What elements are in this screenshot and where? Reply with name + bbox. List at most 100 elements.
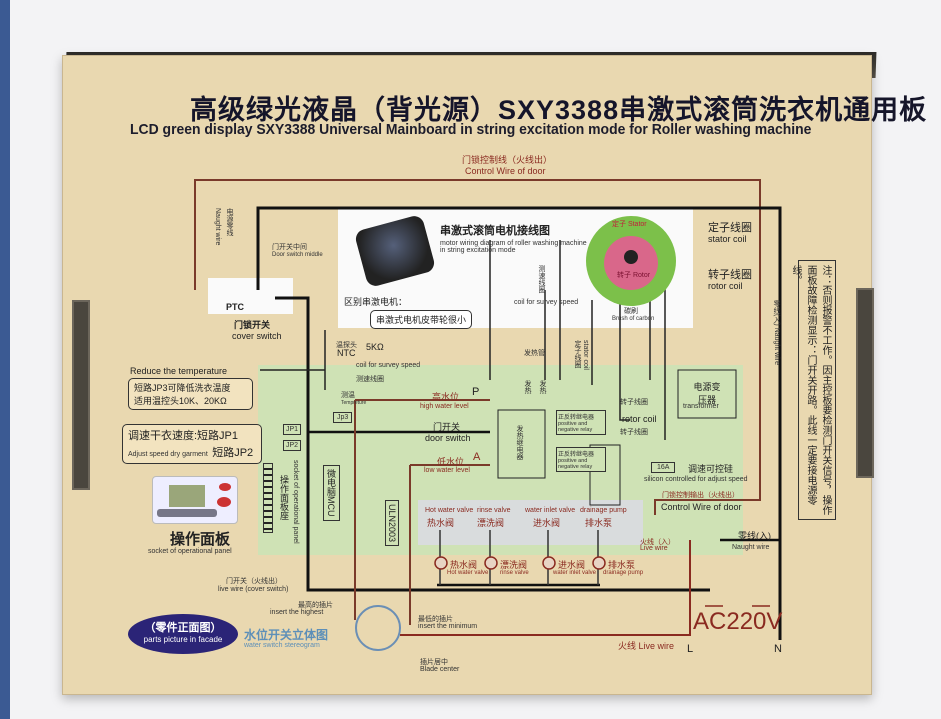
valve-term-2-en: water inlet valve: [553, 570, 597, 576]
valve-term-0-cn: 热水阀: [450, 560, 478, 570]
valve-term-1-cn: 漂洗阀: [500, 560, 528, 570]
uln2003-label: ULN2003: [385, 500, 399, 547]
highest-en: insert the highest: [270, 609, 324, 616]
naught-in-en: Naught wire: [732, 544, 770, 551]
relay-2-en: positive and negative relay: [558, 458, 593, 470]
door-switch-cn: 门开关: [433, 422, 461, 432]
scr-en: silicon controlled for adjust speed: [644, 476, 748, 483]
parts-en: parts picture in facade: [143, 635, 223, 644]
adjust-speed-line2: 短路JP2: [212, 447, 254, 459]
board-stator-coil-cn: 定子线圈: [574, 340, 581, 368]
naught-wire-right: 零线(入) Naught wire: [773, 300, 780, 365]
high-water-en: high water level: [420, 403, 469, 410]
low-water-en: low water level: [424, 467, 470, 474]
adjust-speed-note: 调速干衣速度:短路JP1 Adjust speed dry garment 短路…: [122, 424, 262, 464]
brush-en: Brush of carbon: [612, 316, 655, 322]
stator-label: 定子 Stator: [612, 221, 647, 228]
heater-pipe: 发热管: [524, 350, 545, 357]
panel-socket-cn: 操作面板座: [279, 475, 289, 520]
title-english: LCD green display SXY3388 Universal Main…: [130, 121, 812, 138]
stator-coil-cn: 定子线圈: [708, 222, 752, 234]
valve-term-2-cn: 进水阀: [558, 560, 586, 570]
fuse-16a: 16A: [651, 462, 676, 473]
relay-1-cn: 正反转继电器: [558, 415, 595, 421]
naught-wire-en: Naught wire: [214, 208, 221, 246]
ac220v-label: AC220V: [693, 608, 783, 635]
temp-cn: 测温: [341, 392, 355, 399]
low-water-a: A: [473, 451, 481, 463]
center-cn: 插片居中: [420, 659, 448, 666]
board-stator-coil-en: stator coil: [582, 340, 589, 370]
panel-socket-en: socket of operational panel: [292, 460, 299, 544]
door-switch-middle-cn: 门开关中间: [272, 244, 307, 251]
ntc-cn: 温探头: [336, 342, 357, 349]
ntc-value: 5KΩ: [366, 342, 384, 352]
heat-terminal-1: 发热: [524, 380, 531, 394]
terminal-n: N: [774, 643, 782, 655]
reduce-temp-en: Reduce the temperature: [130, 366, 228, 376]
naught-wire-cn: 电源零线: [226, 208, 233, 236]
jp1-jumper: JP1: [283, 424, 302, 435]
transformer-cn: 电源变压器: [693, 382, 721, 405]
parts-cn: （零件正面图）: [144, 622, 222, 634]
valve-1-en: rinse valve: [477, 507, 511, 514]
panel-cn: 操作面板: [170, 531, 231, 548]
parts-badge: （零件正面图）parts picture in facade: [128, 614, 238, 654]
speed-coil-cn: 测速线圈: [538, 265, 545, 293]
cover-switch-en: cover switch: [232, 331, 282, 341]
naught-in-cn: 零线(入): [738, 531, 771, 541]
high-water-p: P: [472, 386, 480, 398]
speed-coil-en: coil for survey speed: [514, 299, 579, 306]
rotor-coil-cn: 转子线圈: [708, 269, 752, 281]
heat-terminal-2: 发热: [539, 380, 546, 394]
reduce-temp-note: 短路JP3可降低洗衣温度 适用温控头10K、20KΩ: [128, 378, 253, 410]
title-chinese: 高级绿光液晶（背光源）SXY3388串激式滚筒洗衣机通用板: [190, 95, 928, 125]
distinguish-label: 区别串激电机：: [344, 297, 408, 307]
operation-panel-photo: [152, 476, 238, 524]
valve-0-cn: 热水阀: [427, 518, 455, 528]
adjust-speed-line1: 调速干衣速度:短路JP1: [128, 430, 239, 442]
valve-0-en: Hot water valve: [425, 507, 474, 514]
brush-label: 碳刷: [624, 308, 638, 315]
temp-en: Tempreture: [341, 400, 367, 406]
door-switch-en: door switch: [425, 433, 471, 443]
scr-cn: 调速可控硅: [688, 464, 734, 474]
note-box: 注：否则报警不工作。因主控板要检测门开关信号，操作面板故障检测显示：门开关开路。…: [790, 260, 836, 520]
motor-title-cn: 串激式滚筒电机接线图: [440, 225, 550, 237]
heat-relay: 发热继电器: [516, 425, 523, 460]
reduce-temp-line1: 短路JP3可降低洗衣温度: [134, 383, 231, 393]
ptc-panel: [208, 278, 293, 314]
rotor-coil-cn-2: 转子线圈: [620, 429, 648, 436]
valve-term-1-en: rinse valve: [500, 570, 529, 576]
terminal-l: L: [687, 643, 694, 655]
board-coil-speed-cn: 测速线圈: [356, 376, 384, 383]
high-water-cn: 高水位: [432, 392, 460, 402]
valve-term-0-en: Hot water valve: [447, 570, 489, 576]
box-handle-left: [72, 300, 90, 490]
door-out-cn: 门锁控制输出（火线出）: [662, 492, 739, 499]
valve-1-cn: 漂洗阀: [477, 518, 505, 528]
valve-3-cn: 排水泵: [585, 518, 613, 528]
highest-cn: 最高的插片: [298, 602, 333, 609]
cover-switch-cn: 门锁开关: [234, 320, 271, 330]
rotor-label: 转子 Rotor: [617, 272, 651, 279]
adjust-speed-line2-row: Adjust speed dry garment 短路JP2: [128, 443, 256, 461]
door-switch-middle-en: Door switch middle: [272, 252, 323, 258]
ptc-label: PTC: [226, 302, 244, 312]
minimum-cn: 最低的插片: [418, 616, 453, 623]
motor-title-en: motor wiring diagram of roller washing m…: [440, 240, 587, 254]
rotor-coil-cn-1: 转子线圈: [620, 399, 648, 406]
live-in-en: Live wire: [640, 545, 668, 552]
door-control-cn: 门锁控制线（火线出）: [462, 155, 553, 165]
door-control-en: Control Wire of door: [465, 166, 546, 176]
relay-1-en: positive and negative relay: [558, 421, 593, 433]
box-handle-right: [856, 288, 874, 478]
water-switch-en: water switch stereogram: [244, 642, 320, 649]
rotor-coil-en: rotor coil: [708, 281, 743, 291]
mcu-label: 微电脑MCU: [323, 465, 340, 521]
valve-2-cn: 进水阀: [533, 518, 561, 528]
valve-term-3-en: drainage pump: [603, 570, 644, 576]
adjust-speed-en: Adjust speed dry garment: [128, 451, 208, 458]
